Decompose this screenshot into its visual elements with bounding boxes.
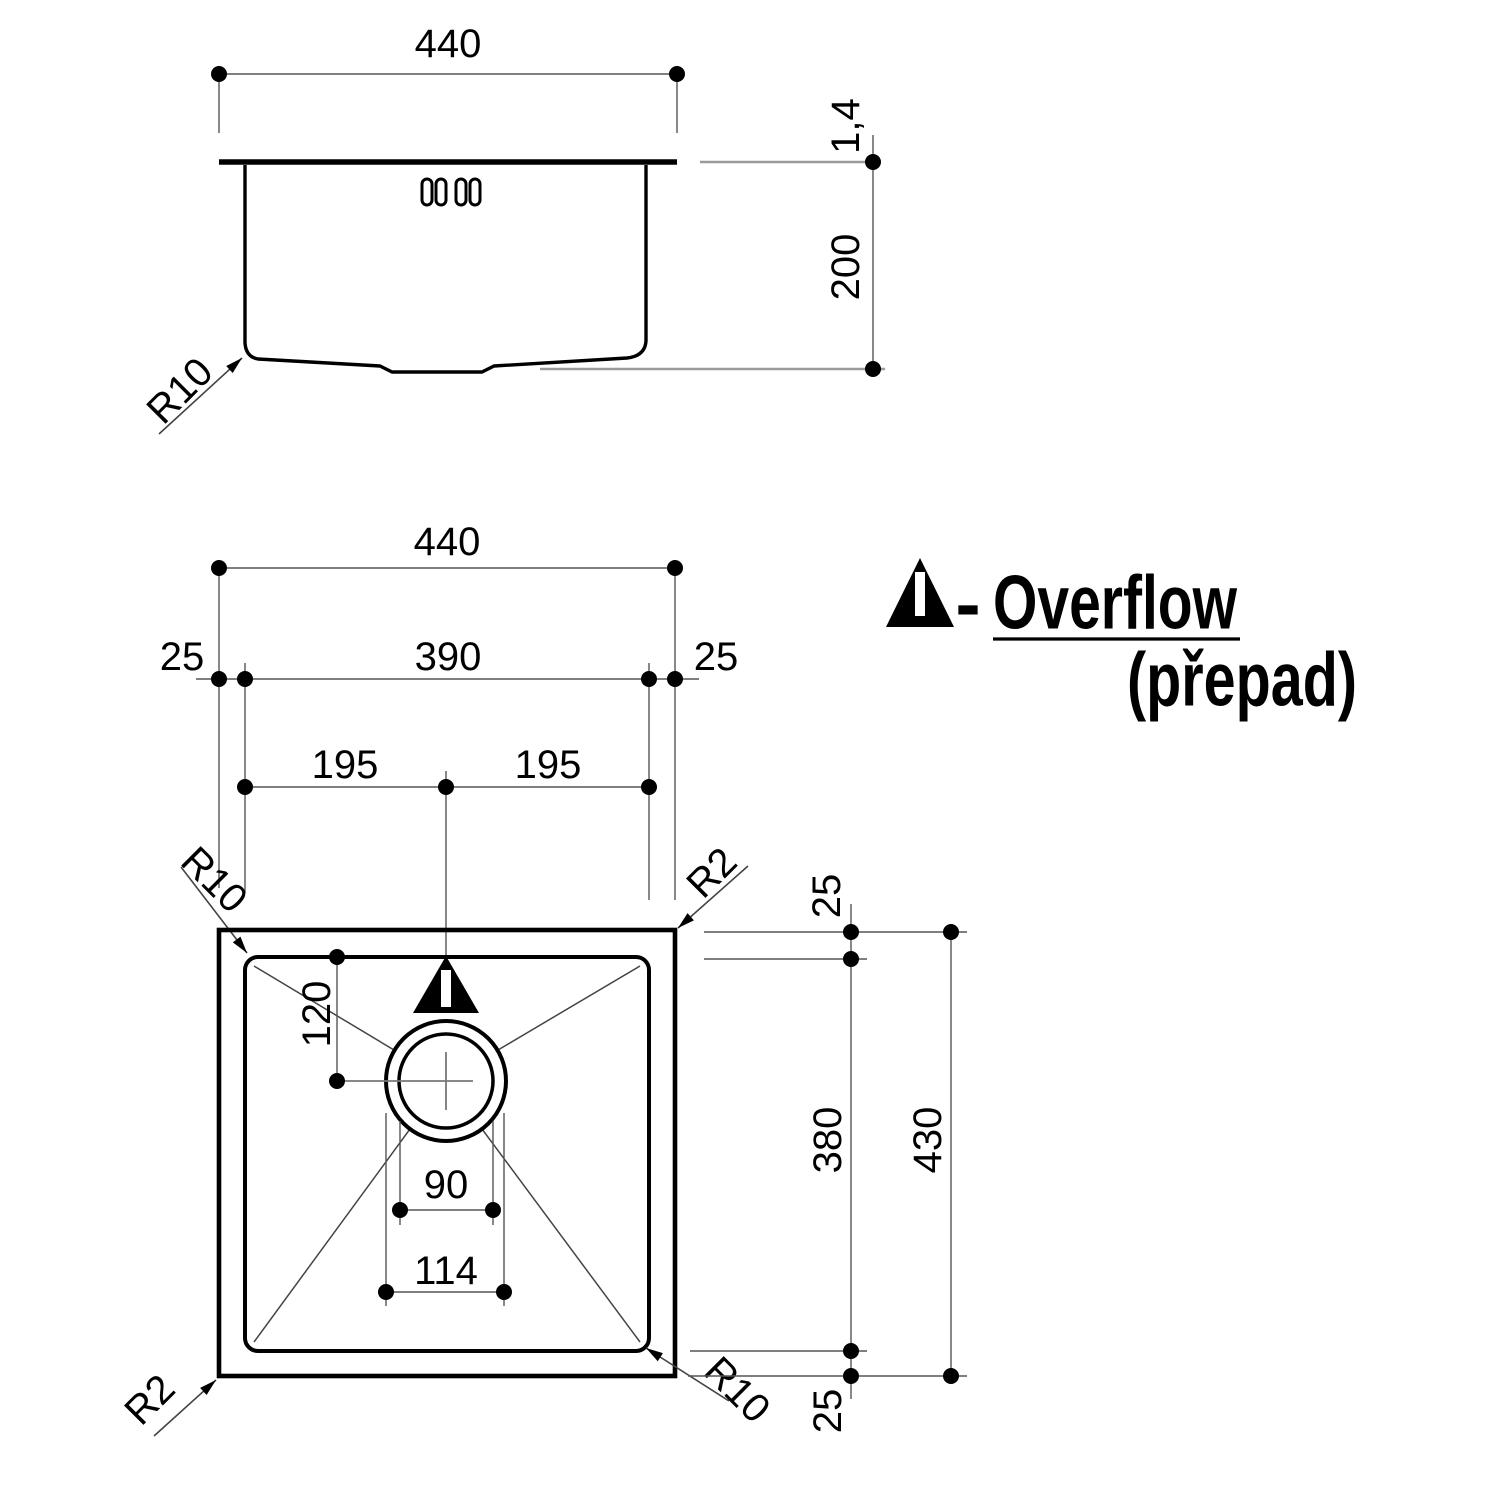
side-dim-thickness: 1,4: [700, 98, 872, 164]
side-dim-depth: 200: [540, 135, 885, 377]
dim-endpoint-dot: [667, 671, 683, 687]
plan-dim-right-side: 25 380 430 25: [688, 874, 967, 1434]
plan-depth-label: 430: [906, 1107, 950, 1174]
plan-width-label: 440: [414, 520, 481, 564]
plan-dim-width: 440: [211, 520, 683, 900]
side-view: 440 R10 1,4 200: [138, 22, 885, 435]
legend-overflow-label: Overflow: [993, 561, 1238, 646]
plan-drain-offset-label: 120: [295, 981, 339, 1048]
dim-endpoint-dot: [843, 951, 859, 967]
dim-endpoint-dot: [943, 924, 959, 940]
dim-endpoint-dot: [496, 1284, 512, 1300]
dim-endpoint-dot: [329, 949, 345, 965]
dim-endpoint-dot: [843, 924, 859, 940]
plan-outer-edge: [216, 927, 678, 1379]
plan-drain-inner-label: 90: [424, 1163, 469, 1207]
plan-offset-right-label: 25: [694, 635, 739, 679]
side-thickness-label: 1,4: [824, 98, 868, 154]
dim-endpoint-dot: [641, 671, 657, 687]
plan-dim-drain-offset: 120: [295, 949, 345, 1089]
dim-endpoint-dot: [943, 1368, 959, 1384]
overflow-triangle-icon: [886, 558, 954, 627]
plan-offset-bottom-label: 25: [806, 1389, 850, 1434]
dim-endpoint-dot: [669, 66, 685, 82]
bowl-slope-lines: [253, 965, 641, 1343]
dim-endpoint-dot: [865, 361, 881, 377]
dim-endpoint-dot: [667, 560, 683, 576]
dim-endpoint-dot: [438, 779, 454, 795]
dim-endpoint-dot: [485, 1202, 501, 1218]
dim-endpoint-dot: [378, 1284, 394, 1300]
dim-endpoint-dot: [211, 560, 227, 576]
dim-endpoint-dot: [865, 154, 881, 170]
plan-bowl-width-label: 390: [415, 635, 482, 679]
drain-crosshair: [337, 1052, 473, 1110]
side-dim-width: 440: [211, 22, 685, 133]
legend-prepad-label: (přepad): [1127, 638, 1357, 723]
dim-endpoint-dot: [641, 779, 657, 795]
plan-half-right-label: 195: [515, 743, 582, 787]
plan-dim-centerline: 195 195: [237, 743, 657, 955]
plan-dim-drain-outer: 114: [378, 1113, 512, 1306]
dim-endpoint-dot: [329, 1073, 345, 1089]
legend: - Overflow (přepad): [886, 558, 1357, 723]
plan-bowl-edge: [243, 955, 651, 1353]
dim-endpoint-dot: [392, 1202, 408, 1218]
plan-bowl-depth-label: 380: [806, 1107, 850, 1174]
overflow-slots-icon: [420, 177, 482, 207]
plan-dim-drain-inner: 90: [392, 1121, 501, 1225]
legend-dash: -: [955, 562, 980, 647]
side-depth-label: 200: [824, 234, 868, 301]
sink-profile: [243, 165, 648, 374]
dim-endpoint-dot: [237, 671, 253, 687]
plan-offset-top-label: 25: [805, 874, 849, 919]
side-width-label: 440: [415, 22, 482, 66]
dim-endpoint-dot: [237, 779, 253, 795]
dim-endpoint-dot: [211, 66, 227, 82]
plan-drain-outer-label: 114: [414, 1249, 478, 1293]
overflow-triangle-mark: [413, 956, 479, 1013]
dim-endpoint-dot: [843, 1368, 859, 1384]
plan-half-left-label: 195: [312, 743, 379, 787]
plan-offset-left-label: 25: [160, 635, 205, 679]
dim-endpoint-dot: [843, 1343, 859, 1359]
dim-endpoint-dot: [211, 671, 227, 687]
